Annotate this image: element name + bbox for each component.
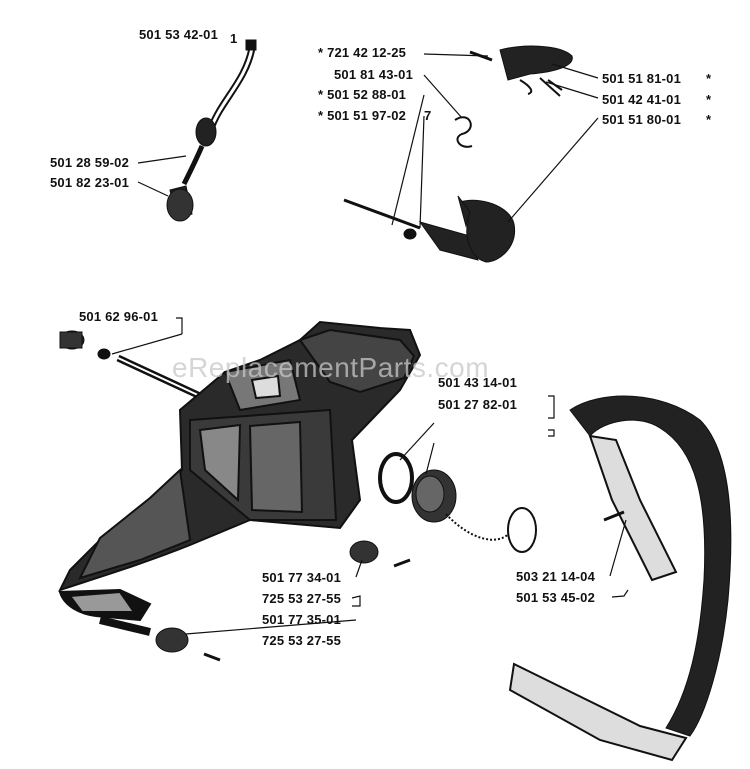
fuel-hose-drawing [166,39,257,222]
throttle-cable-drawing [59,330,202,400]
label-throttle-cable: 501 62 96-01 [79,309,159,324]
label-handle-screw: 503 21 14-04 [516,569,596,584]
fuel-cap-drawing [378,452,537,553]
watermark: eReplacementParts.com [172,352,490,383]
label-trigger-c-star: * [706,112,712,127]
front-handle-drawing [508,395,732,762]
label-fuel-cap: 501 27 82-01 [438,397,518,412]
label-front-handle: 501 53 45-02 [516,590,596,605]
housing-drawing [58,320,422,636]
leader-lines [111,53,629,635]
label-screw-a: 725 53 27-55 [262,591,342,606]
label-fuel-line-ref: 1 [230,31,238,46]
label-hose: 501 28 59-02 [50,155,130,170]
label-trigger-b: 501 42 41-01 [602,92,682,107]
label-spring-a: 501 81 43-01 [334,67,414,82]
label-trigger-b-star: * [706,92,712,107]
label-trigger-c: 501 51 80-01 [602,112,682,127]
label-pin: * 721 42 12-25 [318,45,407,60]
label-rod-ref: 7 [424,108,432,123]
label-spring-b: * 501 52 88-01 [318,87,407,102]
label-av-element-b: 501 77 35-01 [262,612,342,627]
label-fuel-filter: 501 82 23-01 [50,175,130,190]
label-trigger-a-star: * [706,71,712,86]
label-screw-b: 725 53 27-55 [262,633,342,648]
label-oring: 501 43 14-01 [438,375,518,390]
label-fuel-line: 501 53 42-01 [139,27,219,42]
label-av-element-a: 501 77 34-01 [262,570,342,585]
label-rod: * 501 51 97-02 [318,108,407,123]
av-elements-drawing [155,540,411,662]
label-trigger-a: 501 51 81-01 [602,71,682,86]
